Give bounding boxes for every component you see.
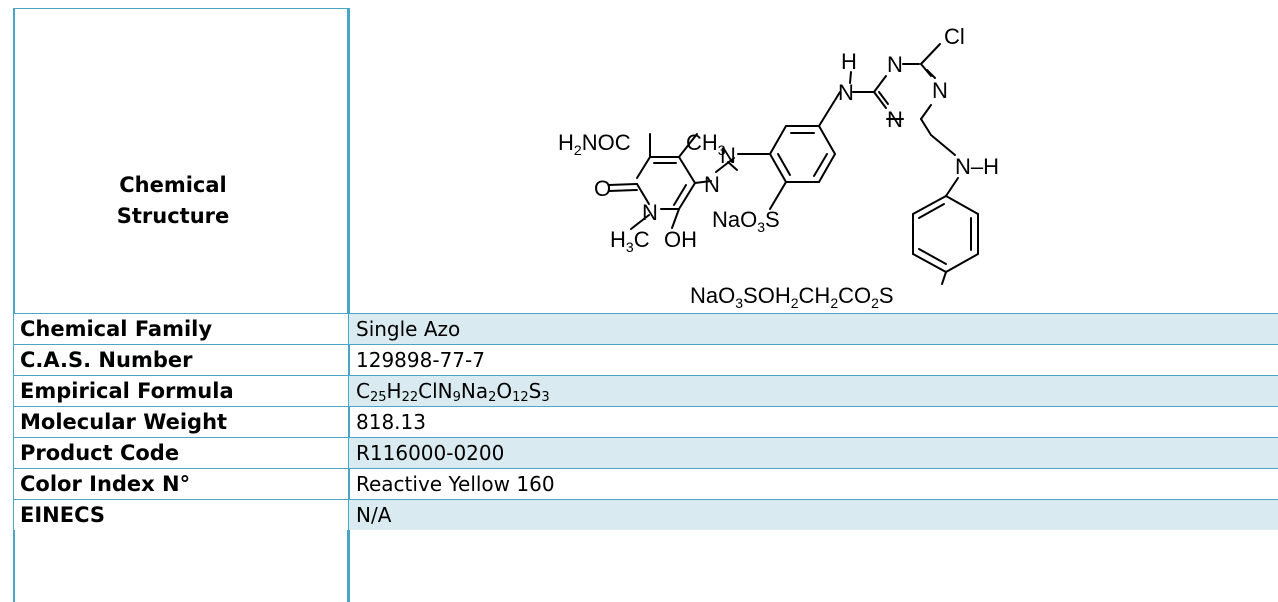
row-divider	[13, 437, 1278, 438]
formula-subscript: 2	[488, 390, 497, 405]
row-divider	[13, 375, 1278, 376]
formula-part: ClN	[418, 379, 453, 403]
atom-carbonyl-o: O	[594, 176, 611, 201]
table-top-border	[13, 8, 350, 9]
atom-nao3s-ring-a: NaO	[712, 207, 757, 232]
row-value: 818.13	[356, 410, 426, 434]
atom-ch3-a: CH	[686, 130, 718, 155]
atom-azo-n2: N	[720, 143, 736, 168]
svg-text:NaO3SOH2CH2CO2S: NaO3SOH2CH2CO2S	[690, 283, 894, 311]
formula-subscript: 12	[512, 390, 529, 405]
formula-subscript: 22	[401, 390, 419, 405]
atom-chain-b: SOH	[743, 283, 791, 308]
row-label: Molecular Weight	[14, 407, 348, 437]
formula-part: S	[528, 379, 542, 403]
svg-text:H2NOC: H2NOC	[558, 130, 631, 158]
chemical-structure-diagram: H2NOC CH3 O N H3C OH N N NaO3S H N N N N…	[558, 24, 999, 311]
table-left-border	[13, 8, 15, 602]
row-value: Reactive Yellow 160	[356, 472, 555, 496]
structure-row-bottom-border	[13, 313, 1278, 314]
row-value: N/A	[349, 500, 1278, 530]
atom-nao3s-ring-b: S	[765, 207, 780, 232]
row-label: Product Code	[14, 438, 348, 468]
atom-h2noc-a: H	[558, 130, 574, 155]
atom-h2noc-b: NOC	[582, 130, 631, 155]
formula-part: C	[356, 379, 370, 403]
table-row-product-code: Product Code R116000-0200	[14, 438, 1278, 468]
row-divider	[13, 499, 1278, 500]
formula-part: Na	[460, 379, 489, 403]
table-row-color-index: Color Index N° Reactive Yellow 160	[14, 469, 1278, 499]
atom-chain-a: NaO	[690, 283, 735, 308]
atom-chain-d: CO	[838, 283, 871, 308]
atom-chain-sub3: 2	[830, 295, 838, 311]
structure-label: Chemical Structure	[14, 170, 332, 232]
atom-nao3s-ring-sub: 3	[757, 219, 765, 235]
atom-triazine-n1: N	[887, 52, 903, 77]
atom-chain-sub1: 3	[735, 295, 743, 311]
atom-chain-sub4: 2	[871, 295, 879, 311]
table-row-empirical-formula: Empirical Formula C25H22ClN9Na2O12S3	[14, 376, 1278, 406]
atom-h3c-sub: 3	[626, 239, 634, 255]
atom-nh-right: N–H	[955, 154, 999, 179]
structure-label-line1: Chemical	[119, 173, 227, 197]
row-label: EINECS	[14, 500, 348, 530]
row-label: Chemical Family	[14, 314, 348, 344]
formula-part: H	[386, 379, 402, 403]
svg-text:CH3: CH3	[686, 130, 726, 158]
table-row-cas-number: C.A.S. Number 129898-77-7	[14, 345, 1278, 375]
table-row-chemical-family: Chemical Family Single Azo	[14, 314, 1278, 344]
svg-text:NaO3S: NaO3S	[712, 207, 780, 235]
atom-chain-e: S	[879, 283, 894, 308]
row-divider	[13, 344, 1278, 345]
row-label: C.A.S. Number	[14, 345, 348, 375]
atom-h2noc-sub: 2	[574, 142, 582, 158]
table-column-divider	[347, 8, 350, 602]
table-row-einecs: EINECS N/A	[14, 500, 1278, 530]
atom-nh-n: N	[838, 80, 854, 105]
row-value: 129898-77-7	[356, 348, 485, 372]
atom-chlorine: Cl	[944, 24, 965, 49]
formula-subscript: 9	[452, 390, 461, 405]
atom-chain-c: CH	[799, 283, 831, 308]
formula-subscript: 25	[369, 390, 387, 405]
atom-ring-n: N	[642, 200, 658, 225]
row-value-formula: C25H22ClN9Na2O12S3	[349, 376, 1278, 406]
row-label: Empirical Formula	[14, 376, 348, 406]
atom-h3c-b: C	[634, 227, 650, 252]
structure-label-line2: Structure	[116, 204, 230, 228]
atom-triazine-n3: N	[887, 107, 903, 132]
row-divider	[13, 406, 1278, 407]
atom-chain-sub2: 2	[791, 295, 799, 311]
atom-hydroxyl: OH	[664, 227, 697, 252]
row-divider	[13, 468, 1278, 469]
atom-azo-n1: N	[704, 172, 720, 197]
row-label: Color Index N°	[14, 469, 348, 499]
atom-ch3-sub: 3	[718, 142, 726, 158]
atom-nh-h: H	[841, 49, 857, 74]
row-value: Single Azo	[349, 314, 1278, 344]
atom-triazine-n2: N	[932, 78, 948, 103]
atom-h3c-a: H	[610, 227, 626, 252]
svg-text:H3C: H3C	[610, 227, 650, 255]
formula-subscript: 3	[541, 390, 550, 405]
table-row-molecular-weight: Molecular Weight 818.13	[14, 407, 1278, 437]
formula-part: O	[496, 379, 513, 403]
row-value: R116000-0200	[349, 438, 1278, 468]
